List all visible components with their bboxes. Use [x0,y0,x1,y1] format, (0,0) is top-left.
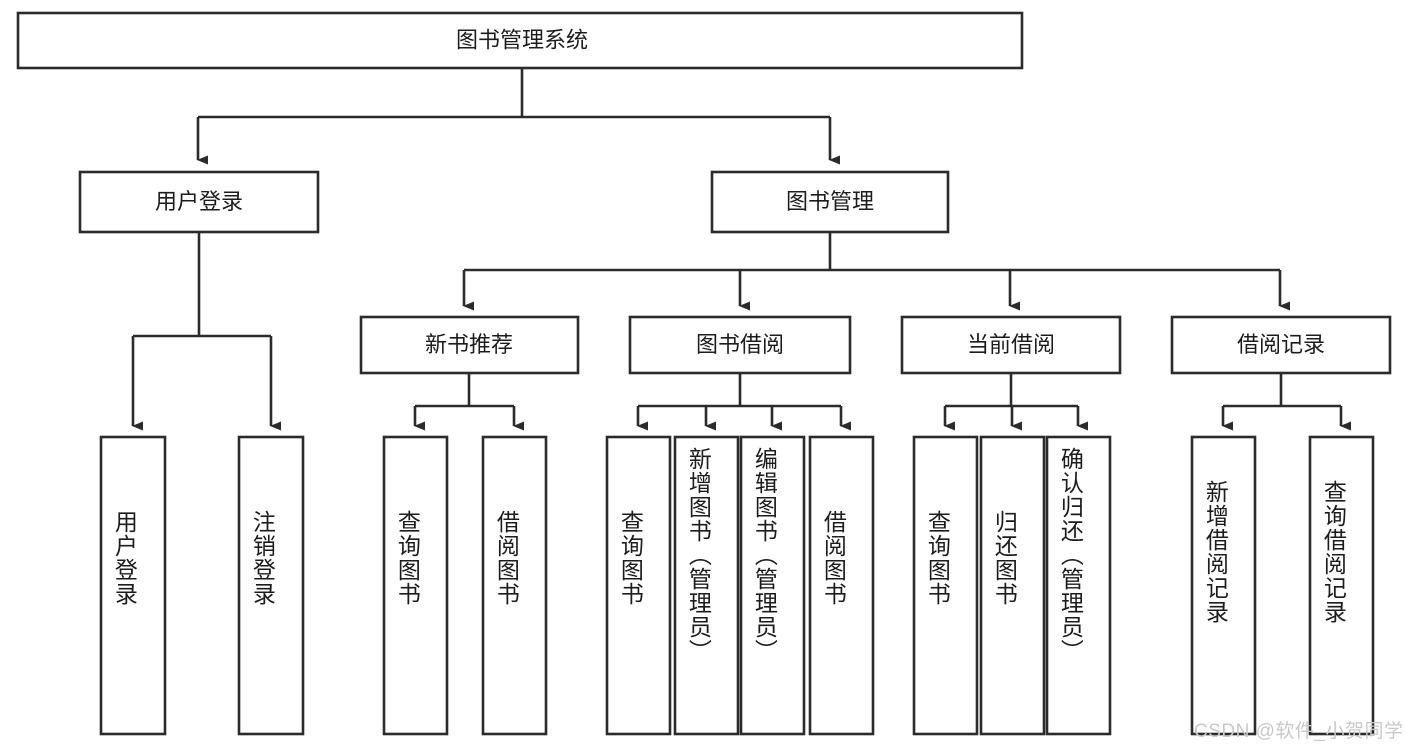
node-book-manage-label: 图书管理 [786,189,874,214]
node-new-book-recommend-label: 新书推荐 [425,332,513,357]
node-root-box[interactable] [16,11,1024,70]
node-book-borrow-label: 图书借阅 [696,332,784,357]
node-new-book-recommend-box[interactable] [359,315,580,375]
leaf-box-current-borrow-1[interactable] [979,435,1046,736]
leaf-box-book-borrow-0[interactable] [605,435,672,736]
node-borrow-record-box[interactable] [1170,315,1392,375]
leaf-box-book-borrow-2[interactable] [739,435,806,736]
node-user-login-label: 用户登录 [155,189,243,214]
node-book-borrow-box[interactable] [628,315,852,375]
leaf-box-current-borrow-2[interactable] [1045,435,1112,736]
node-new-book-recommend[interactable]: 新书推荐 [359,315,580,375]
leaf-box-user-login-0[interactable] [99,435,167,736]
leaf-box-book-borrow-1[interactable] [673,435,740,736]
node-root[interactable]: 图书管理系统 [16,11,1024,70]
node-borrow-record[interactable]: 借阅记录 [1170,315,1392,375]
node-current-borrow-label: 当前借阅 [967,332,1055,357]
leaf-box-borrow-record-1[interactable] [1308,435,1375,736]
leaf-box-borrow-record-0[interactable] [1190,435,1257,736]
node-user-login[interactable]: 用户登录 [78,170,320,234]
leaf-box-new-book-0[interactable] [382,435,449,736]
csdn-watermark: CSDN @软件_小贺同学 [1194,721,1404,742]
node-current-borrow-box[interactable] [900,315,1122,375]
leaf-box-new-book-1[interactable] [481,435,548,736]
leaf-box-book-borrow-3[interactable] [808,435,875,736]
leaf-box-current-borrow-0[interactable] [912,435,979,736]
node-book-manage-box[interactable] [710,170,950,234]
leaf-box-user-login-1[interactable] [237,435,305,736]
node-book-borrow[interactable]: 图书借阅 [628,315,852,375]
node-borrow-record-label: 借阅记录 [1237,332,1325,357]
node-root-label: 图书管理系统 [456,27,588,52]
node-book-manage[interactable]: 图书管理 [710,170,950,234]
node-current-borrow[interactable]: 当前借阅 [900,315,1122,375]
